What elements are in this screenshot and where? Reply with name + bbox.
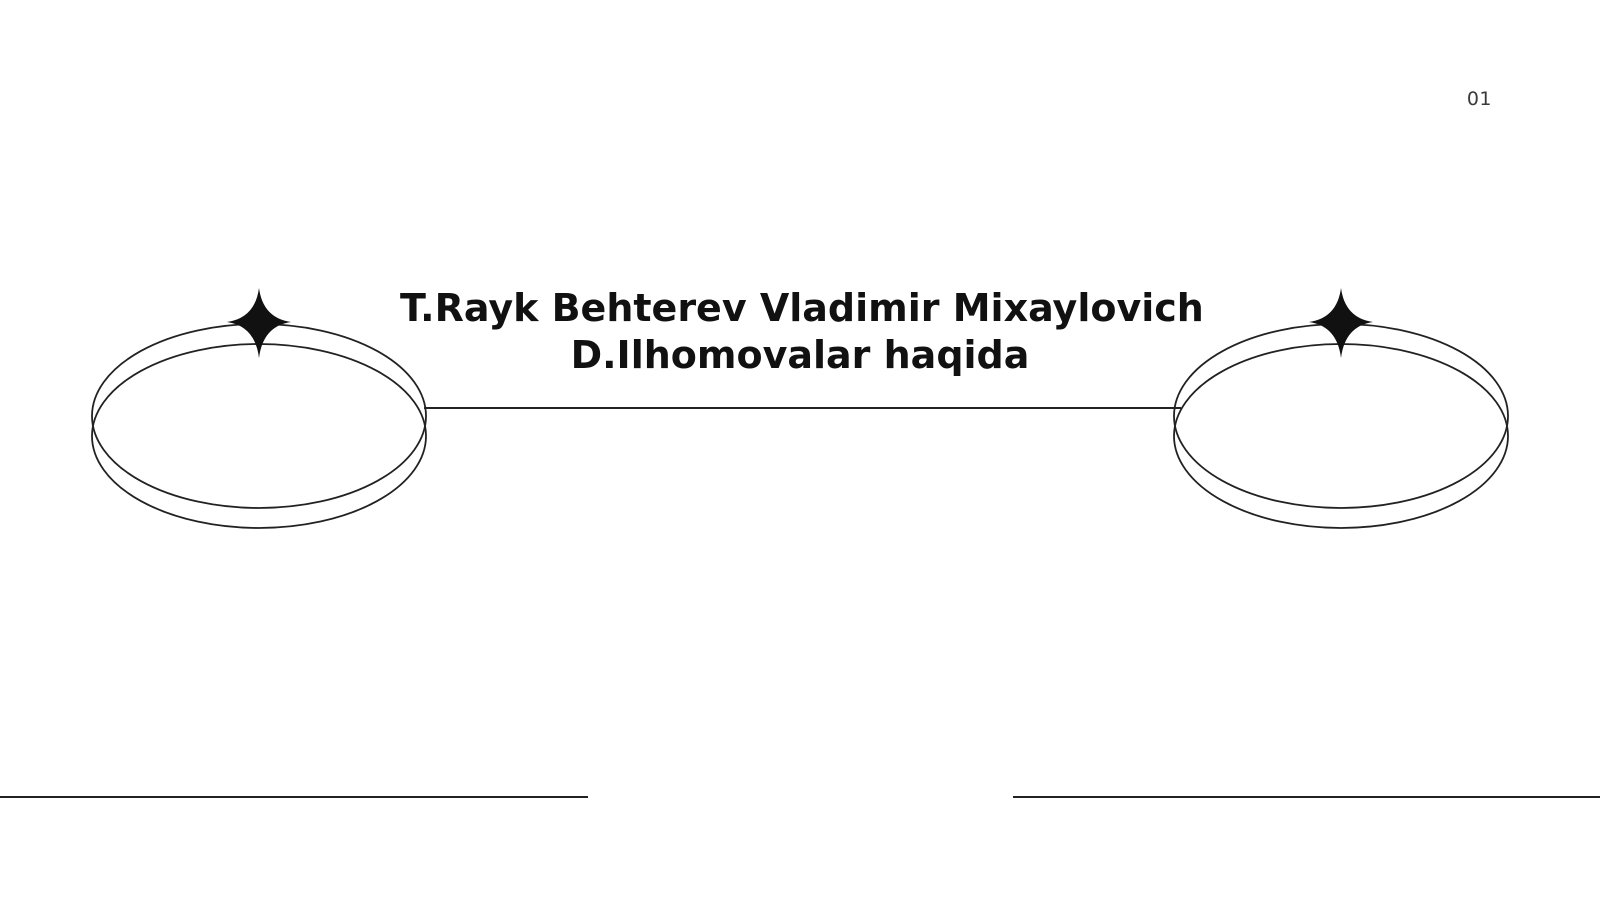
bottom-left-rule — [0, 796, 588, 798]
page-number: 01 — [1466, 88, 1492, 110]
slide-title: T.Rayk Behterev Vladimir Mixaylovich D.I… — [400, 285, 1204, 379]
title-line-1: T.Rayk Behterev Vladimir Mixaylovich — [400, 286, 1204, 330]
title-line-2: D.Ilhomovalar haqida — [570, 333, 1030, 377]
right-sparkle-icon — [1309, 288, 1373, 358]
bottom-right-rule — [1013, 796, 1600, 798]
left-sparkle-icon — [227, 288, 291, 358]
